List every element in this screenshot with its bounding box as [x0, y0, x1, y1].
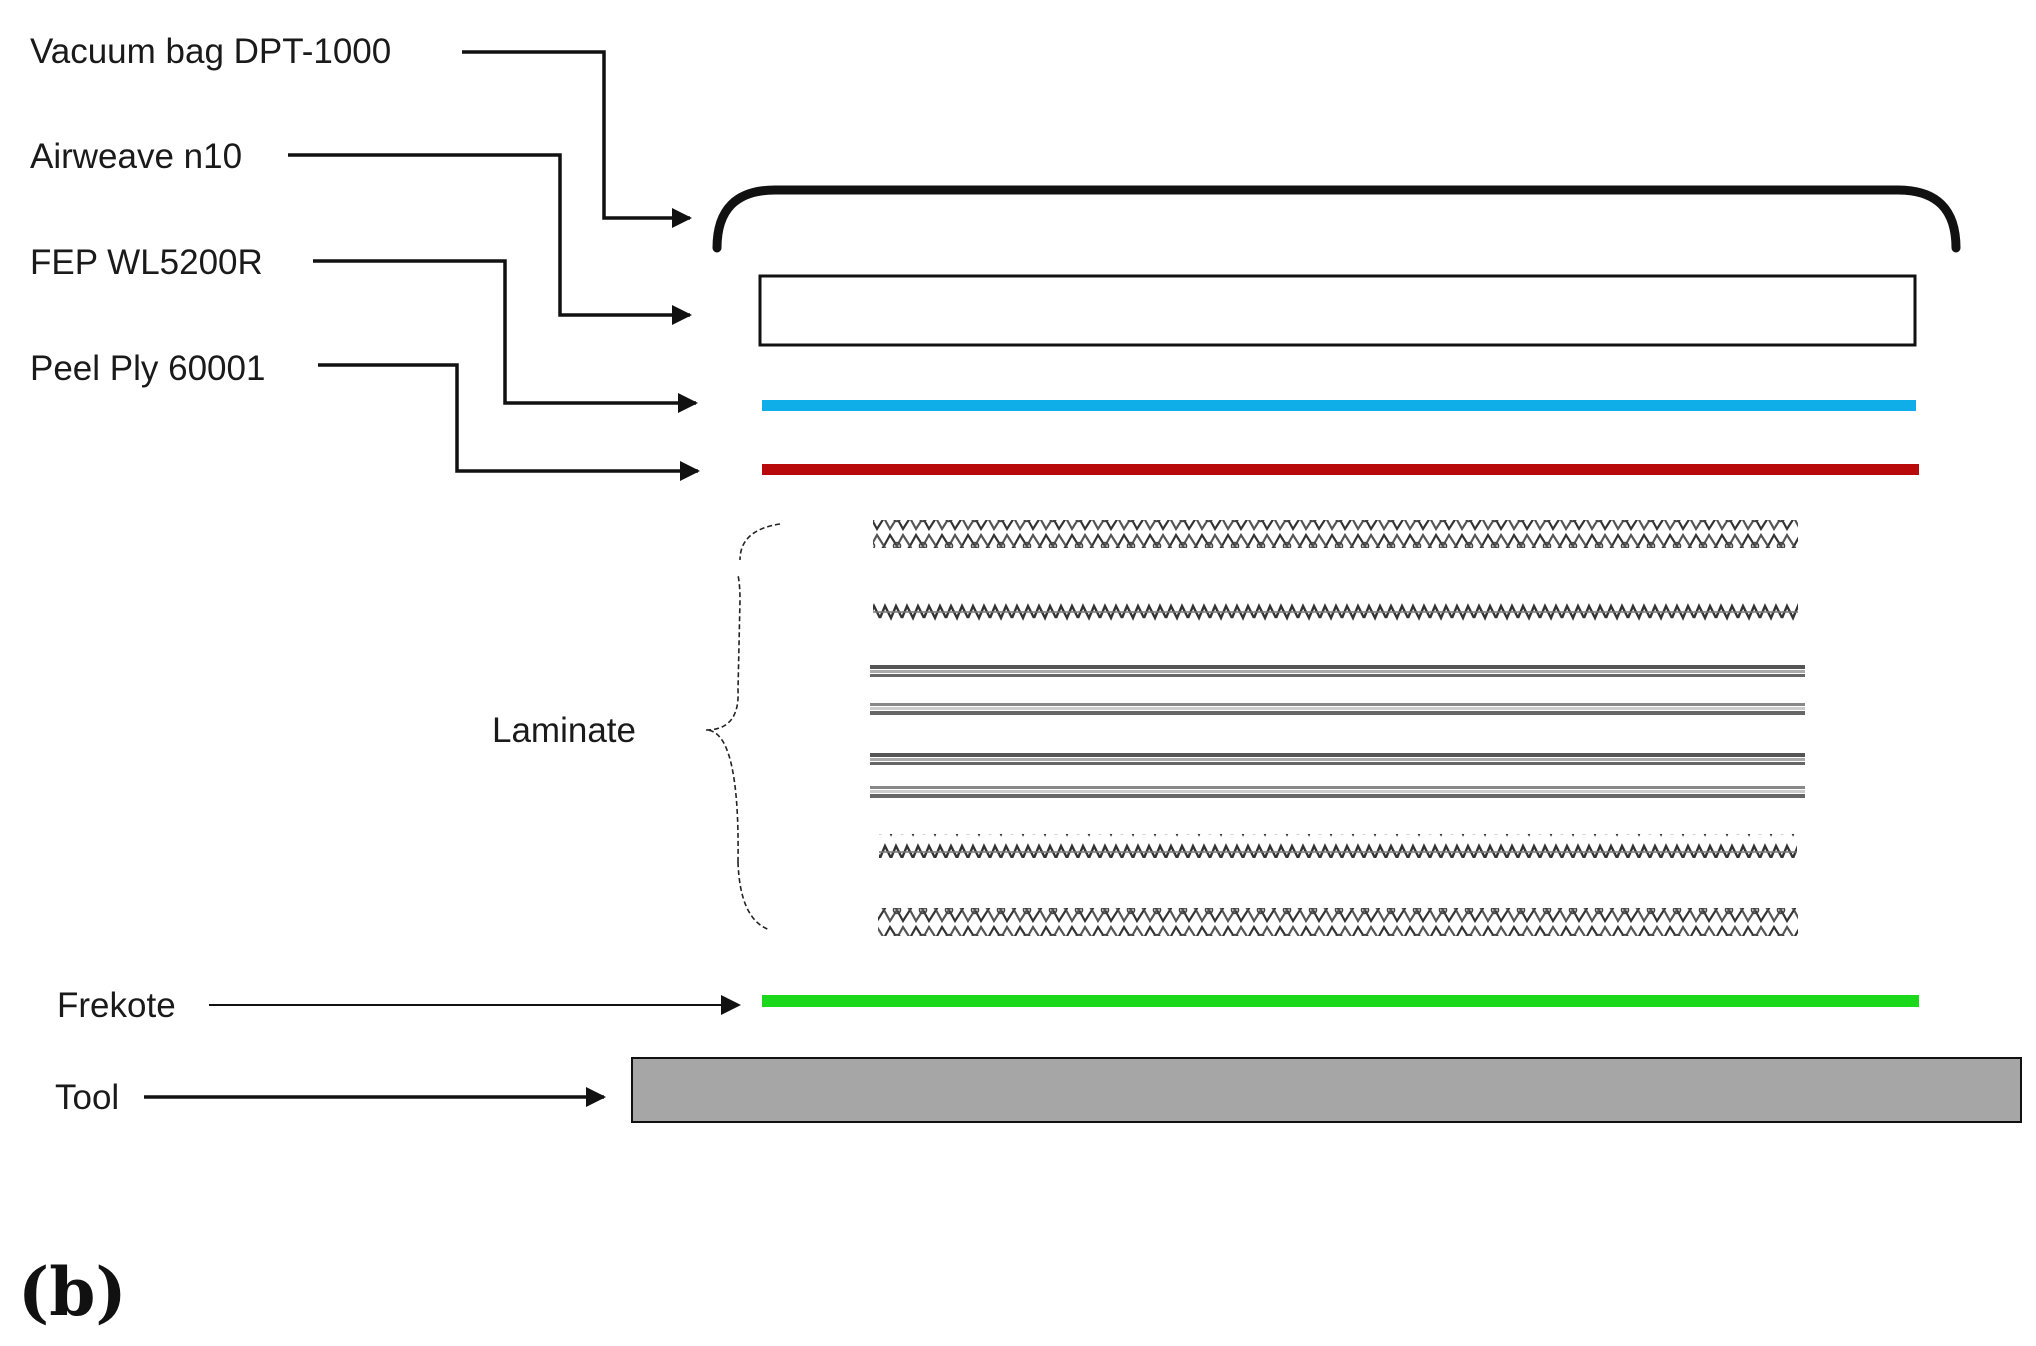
laminate-stack: [870, 520, 1805, 936]
airweave-label: Airweave n10: [30, 137, 242, 176]
laminate-ply-woven-3: [879, 834, 1797, 858]
tool-layer: [631, 1057, 2022, 1123]
frekote-label: Frekote: [57, 986, 176, 1025]
vacuum-bag-label: Vacuum bag DPT-1000: [30, 32, 391, 71]
peel-ply-label: Peel Ply 60001: [30, 349, 265, 388]
laminate-label: Laminate: [492, 711, 636, 750]
laminate-brace: [705, 523, 781, 931]
peel-ply-leader: [318, 363, 700, 481]
airweave-layer: [758, 274, 1917, 347]
laminate-ply-ud-4: [870, 786, 1805, 798]
laminate-ply-ud-1: [870, 665, 1805, 677]
tool-label: Tool: [55, 1078, 119, 1117]
fep-layer: [762, 400, 1916, 411]
laminate-ply-ud-2: [870, 703, 1805, 715]
vacuum-bag-outline: [712, 185, 1961, 253]
frekote-layer: [762, 995, 1919, 1007]
laminate-ply-woven-4: [878, 908, 1798, 936]
panel-label: (b): [18, 1253, 127, 1331]
laminate-ply-woven-1: [873, 520, 1798, 548]
peel-ply-layer: [762, 464, 1919, 475]
fep-leader: [313, 259, 698, 413]
vacuum-bag-layer: [712, 185, 1961, 253]
airweave-leader: [288, 153, 692, 325]
laminate-ply-woven-2: [873, 598, 1798, 622]
vacuum-bag-leader: [462, 50, 692, 228]
fep-label: FEP WL5200R: [30, 243, 263, 282]
laminate-ply-ud-3: [870, 753, 1805, 765]
